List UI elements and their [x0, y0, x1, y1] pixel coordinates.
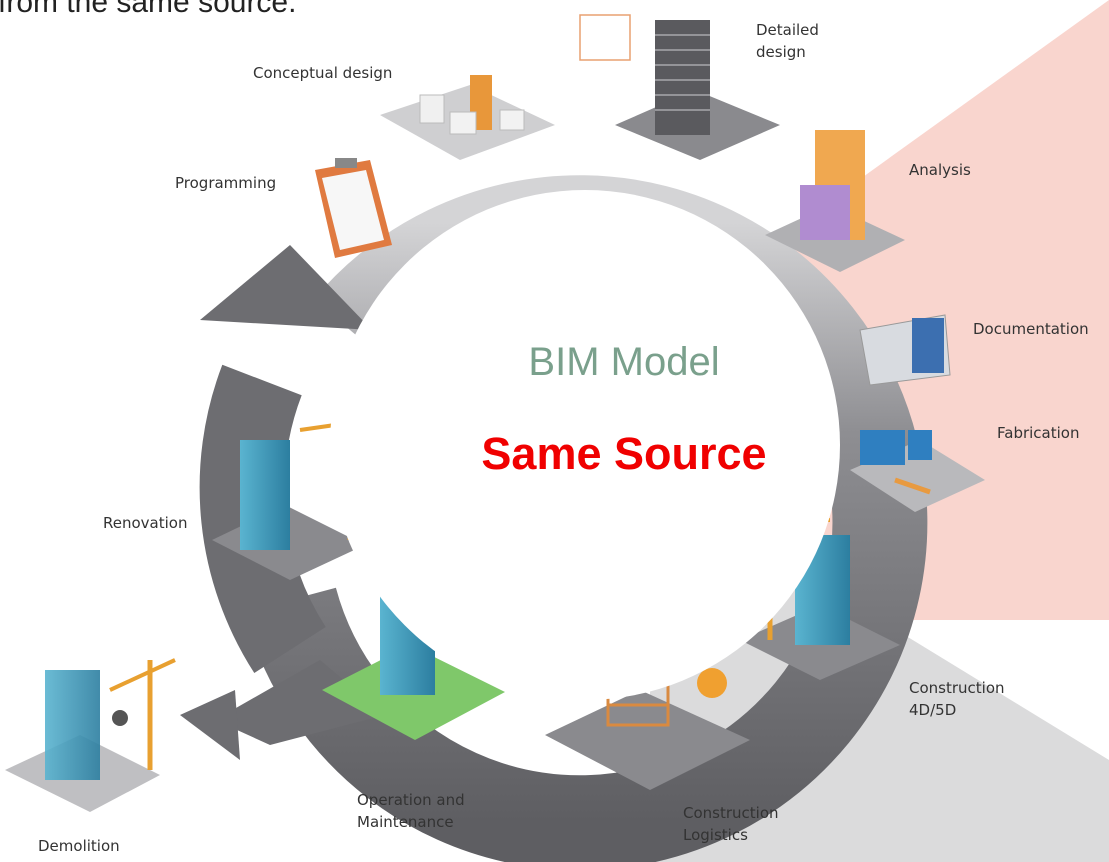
renovation-illustration: [212, 418, 371, 580]
label-operation-line2: Maintenance: [357, 813, 454, 831]
conceptual-design-illustration: [380, 75, 555, 160]
analysis-illustration: [765, 130, 905, 272]
label-operation-line1: Operation and: [357, 791, 465, 809]
same-source-subtitle: Same Source: [481, 428, 767, 479]
coin-icon: [697, 668, 727, 698]
label-construction-line1: Construction: [909, 679, 1005, 697]
label-analysis: Analysis: [909, 161, 971, 179]
detailed-design-illustration: [579, 14, 780, 160]
label-programming: Programming: [175, 174, 277, 192]
label-detailed-design-line2: design: [756, 43, 806, 61]
label-construction-line2: 4D/5D: [909, 701, 957, 719]
programming-illustration: [315, 158, 392, 258]
label-renovation: Renovation: [103, 514, 188, 532]
label-demolition: Demolition: [38, 837, 120, 855]
ring-arrow-head: [200, 245, 372, 330]
top-caption: from the same source.: [0, 0, 297, 19]
ring-center: [330, 190, 840, 700]
label-logistics-line2: Logistics: [683, 826, 748, 844]
label-logistics-line1: Construction: [683, 804, 779, 822]
label-conceptual-design: Conceptual design: [253, 64, 393, 82]
fabrication-illustration: [850, 430, 985, 512]
label-detailed-design-line1: Detailed: [756, 21, 819, 39]
label-documentation: Documentation: [973, 320, 1089, 338]
label-fabrication: Fabrication: [997, 424, 1080, 442]
demolition-illustration: [5, 658, 176, 812]
bim-model-title: BIM Model: [528, 340, 720, 384]
documentation-illustration: [859, 314, 951, 386]
